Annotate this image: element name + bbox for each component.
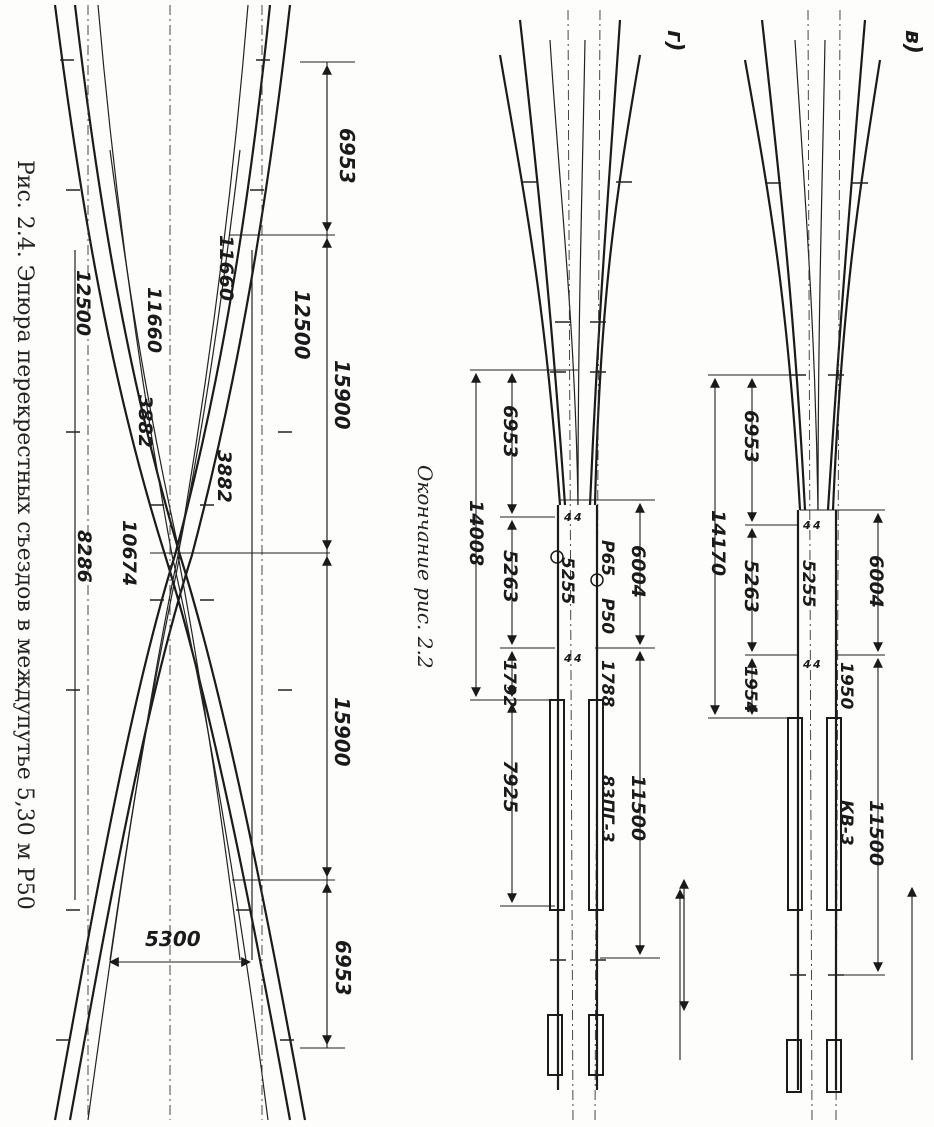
small-mark: 4 [802,658,811,671]
small-mark: 4 [563,652,572,665]
dim-label: 15900 [330,360,354,430]
rail-label: Р65 [597,540,617,576]
small-mark: 4 [812,658,821,671]
inner-label: 8286 [73,530,95,583]
panel-g-diagram: г) [465,9,689,1121]
dim-label: 14170 [707,510,729,576]
dim-label: 7925 [499,760,521,813]
inner-label: 10674 [118,520,140,586]
crossover-diagram: 6953 12500 15900 15900 6953 5300 12500 1… [53,4,359,1121]
small-mark: 4 [573,652,582,665]
dim-label: 5263 [740,560,762,613]
small-mark: 4 [573,511,582,524]
dim-label: 5255 [798,560,818,607]
figure-caption: Рис. 2.4. Эпюра перекрестных съездов в м… [12,160,37,910]
dim-label: 6004 [865,555,887,608]
inner-label: 11660 [215,235,237,301]
dim-label: 1954 [740,666,760,713]
dim-label: 1788 [597,660,617,707]
inner-label: 3882 [213,450,235,503]
inner-label: 12500 [72,270,94,336]
small-mark: 4 [802,519,811,532]
dim-label: 12500 [290,290,314,360]
dim-label: 1792 [499,660,519,707]
middle-caption: Окончание рис. 2.2 [413,465,437,669]
panel-v-diagram: в) 6953 [707,9,925,1121]
dim-label: 5255 [557,557,577,604]
rail-label: 83ПГ-3 [597,775,617,843]
dim-label: 5263 [499,550,521,603]
rail-label: КВ-3 [836,800,856,846]
panel-label: г) [662,30,687,52]
dim-label: 1950 [836,662,856,709]
dim-label: 6953 [331,940,355,996]
dim-label: 6953 [335,128,359,184]
dim-label: 15900 [330,697,354,767]
dim-label: 11500 [627,775,649,841]
rail-label: Р50 [597,598,617,634]
inner-label: 11660 [143,287,165,353]
small-mark: 4 [812,519,821,532]
dim-label: 5300 [145,927,201,951]
dim-label: 6953 [740,410,762,463]
small-mark: 4 [563,511,572,524]
panel-label: в) [900,30,925,54]
dim-label: 14008 [465,500,487,566]
dim-label: 11500 [865,800,887,866]
dim-label: 6953 [499,405,521,458]
inner-label: 3882 [134,395,156,448]
dim-label: 6004 [627,545,649,598]
